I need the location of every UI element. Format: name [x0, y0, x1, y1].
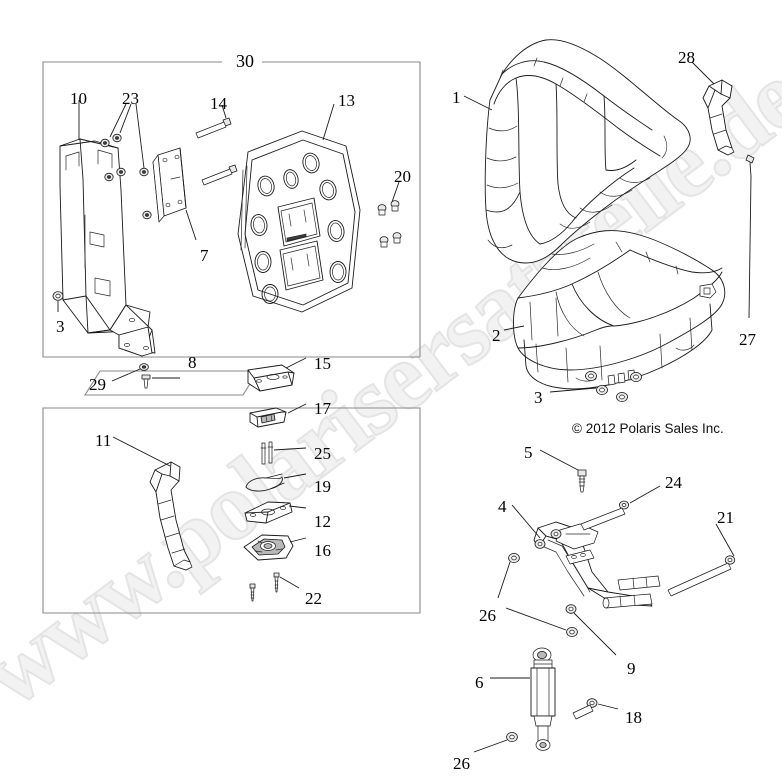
- part-6-shock-absorber: [490, 647, 556, 751]
- callout-8: 8: [188, 353, 197, 372]
- callout-21: 21: [717, 508, 734, 527]
- callout-6: 6: [475, 673, 484, 692]
- nut-23c: [104, 172, 114, 182]
- group-box-30: [42, 61, 421, 358]
- callout-4: 4: [498, 497, 507, 516]
- callout-9: 9: [627, 659, 636, 678]
- nut-3c: [596, 384, 608, 395]
- part-2-seat-bottom-cushion: [503, 230, 726, 390]
- part-28-belt-latch-receptacle: [691, 61, 735, 156]
- part-12-latch-plate: [244, 501, 307, 524]
- part-29-washer: [111, 363, 149, 382]
- part-20-screws: [377, 181, 402, 248]
- callout-23: 23: [122, 89, 139, 108]
- part-21-bolt: [667, 523, 736, 597]
- callout-14: 14: [210, 94, 227, 113]
- callout-25: 25: [314, 444, 331, 463]
- part-9-nut: [565, 604, 617, 656]
- nut-3b: [630, 371, 642, 382]
- screw-20c: [379, 236, 389, 248]
- group-box-sub-29-8: [84, 370, 259, 396]
- nut-23b: [112, 133, 122, 143]
- screw-20a: [377, 204, 387, 216]
- part-7-hinge-plate: [152, 147, 197, 241]
- callout-1: 1: [452, 88, 461, 107]
- nut-23a: [100, 138, 110, 148]
- part-22-screws: [249, 572, 300, 602]
- callout-11: 11: [95, 431, 112, 450]
- callout-19: 19: [314, 477, 331, 496]
- callout-27: 27: [739, 330, 756, 349]
- callout-29: 29: [89, 375, 106, 394]
- part-24-bolt: [580, 485, 661, 531]
- callout-20: 20: [394, 167, 411, 186]
- callout-17: 17: [314, 399, 331, 418]
- nut-3d: [616, 391, 628, 402]
- screw-20b: [390, 200, 400, 212]
- part-15-latch-cover: [247, 357, 307, 392]
- nut-23e: [139, 167, 149, 177]
- copyright-notice: © 2012 Polaris Sales Inc.: [572, 421, 724, 436]
- callout-10: 10: [70, 89, 87, 108]
- nut-26c: [473, 732, 518, 753]
- callout-15: 15: [314, 354, 331, 373]
- callout-28: 28: [678, 48, 695, 67]
- callout-26-lower: 26: [453, 754, 470, 773]
- callout-16: 16: [314, 541, 331, 560]
- nut-26b: [505, 607, 578, 638]
- part-4-seat-frame: [511, 504, 661, 609]
- part-5-fitting: [539, 449, 587, 493]
- callout-7: 7: [200, 246, 209, 265]
- nut-26a: [497, 553, 520, 599]
- callout-13: 13: [338, 91, 355, 110]
- group-box-lower: [42, 407, 421, 614]
- part-3-nut-left: [52, 291, 64, 312]
- part-18-bolt: [572, 698, 619, 720]
- part-11-seat-belt-strap: [112, 436, 193, 571]
- part-26-nuts: [473, 553, 578, 753]
- part-17-latch-striker: [249, 403, 307, 428]
- callout-3-right: 3: [534, 388, 543, 407]
- part-1-seat-back-cushion: [463, 39, 691, 264]
- callout-24: 24: [665, 473, 682, 492]
- callout-18: 18: [625, 708, 642, 727]
- callout-5: 5: [524, 443, 533, 462]
- bolt-14b: [201, 164, 238, 186]
- nut-23d: [116, 167, 126, 177]
- part-3-nuts-right: [549, 370, 642, 402]
- nut-3a: [585, 370, 597, 381]
- screw-20d: [392, 232, 402, 244]
- part-23-nuts: [100, 103, 152, 220]
- callout-12: 12: [314, 512, 331, 531]
- bolt-14a: [195, 117, 232, 139]
- part-27-cable-tie: [745, 154, 755, 319]
- nut-23f: [142, 210, 152, 220]
- part-8-screw: [141, 374, 180, 389]
- callout-2: 2: [492, 326, 501, 345]
- callout-22: 22: [305, 589, 322, 608]
- callout-26-upper: 26: [479, 606, 496, 625]
- part-25-pins: [260, 441, 307, 465]
- part-13-seat-back-panel: [237, 103, 361, 313]
- screw-22b: [273, 572, 280, 593]
- screw-22a: [249, 583, 256, 602]
- callout-3-left: 3: [56, 317, 65, 336]
- part-16-latch-body: [243, 534, 307, 561]
- part-10-seat-back-frame-bracket: [59, 100, 156, 357]
- part-14-bolts: [195, 104, 238, 186]
- part-19-spring-clip: [245, 473, 307, 492]
- callout-30: 30: [236, 51, 254, 71]
